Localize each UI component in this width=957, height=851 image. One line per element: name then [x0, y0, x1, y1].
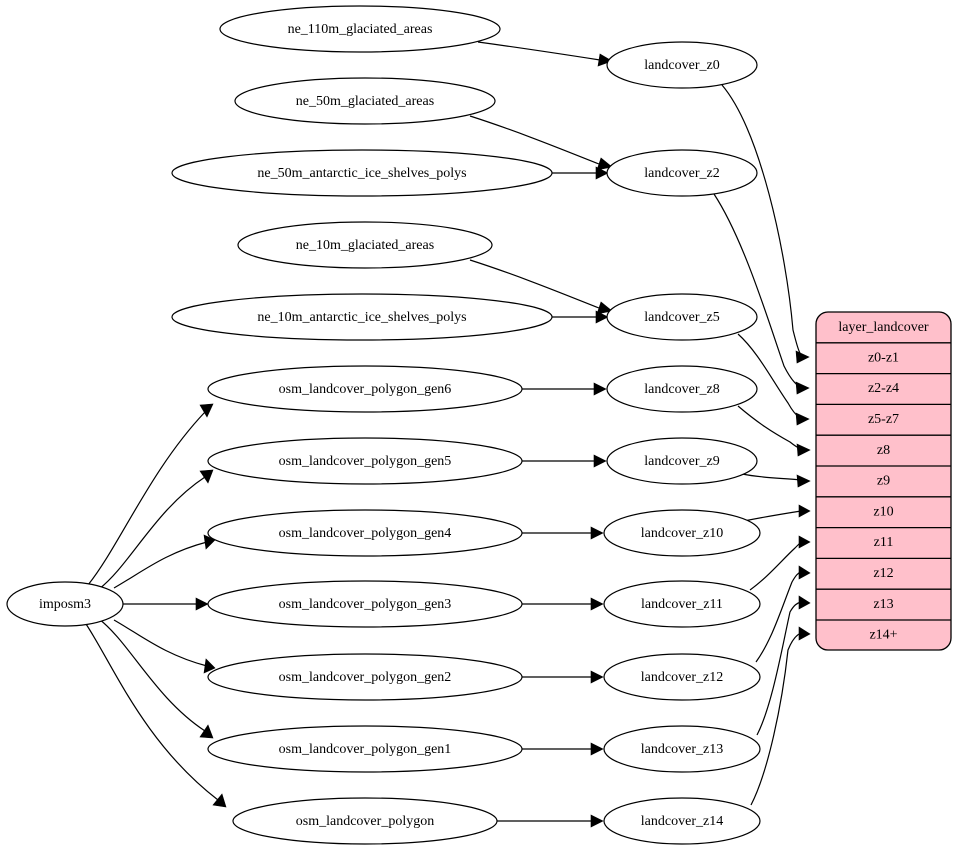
record-row-z13[interactable]: z13 — [873, 597, 893, 612]
edges-layer — [85, 41, 811, 828]
node-label-landcover-z0: landcover_z0 — [644, 58, 719, 73]
edge-gen4-to-z10 — [522, 526, 604, 540]
node-landcover-z0[interactable]: landcover_z0 — [606, 41, 758, 89]
edge-imposm3-to-gen5 — [98, 469, 214, 590]
node-label-ne-50m-antarctic-ice-shelves-polys: ne_50m_antarctic_ice_shelves_polys — [257, 166, 466, 181]
node-label-ne-50m-glaciated-areas: ne_50m_glaciated_areas — [296, 94, 434, 109]
record-row-z14-plus[interactable]: z14+ — [869, 628, 897, 643]
record-row-z8[interactable]: z8 — [877, 443, 890, 458]
node-label-landcover-z12: landcover_z12 — [641, 670, 723, 685]
edge-imposm3-to-gen2 — [113, 619, 216, 674]
record-row-z2-z4[interactable]: z2-z4 — [868, 381, 899, 396]
node-label-ne-10m-antarctic-ice-shelves-polys: ne_10m_antarctic_ice_shelves_polys — [257, 310, 466, 325]
edge-z2-to-row-z2z4 — [713, 193, 810, 395]
node-landcover-z9[interactable]: landcover_z9 — [606, 437, 758, 485]
edge-imposm3-to-gen3 — [123, 597, 209, 611]
node-imposm3[interactable]: imposm3 — [6, 581, 124, 627]
node-ne-10m-antarctic-ice-shelves-polys[interactable]: ne_10m_antarctic_ice_shelves_polys — [171, 293, 553, 341]
edge-imposm3-to-gen4 — [113, 534, 216, 589]
edge-z8-to-row-z8 — [737, 405, 811, 457]
node-label-landcover-z14: landcover_z14 — [641, 814, 723, 829]
node-osm-landcover-polygon[interactable]: osm_landcover_polygon — [232, 797, 498, 845]
node-osm-landcover-polygon-gen6[interactable]: osm_landcover_polygon_gen6 — [207, 365, 523, 413]
node-label-osm-landcover-polygon: osm_landcover_polygon — [296, 814, 434, 829]
node-label-landcover-z8: landcover_z8 — [644, 382, 719, 397]
node-osm-landcover-polygon-gen4[interactable]: osm_landcover_polygon_gen4 — [207, 509, 523, 557]
edge-polygon-to-z14 — [497, 814, 604, 828]
node-label-imposm3: imposm3 — [39, 597, 91, 612]
node-osm-landcover-polygon-gen1[interactable]: osm_landcover_polygon_gen1 — [207, 725, 523, 773]
edge-z5-to-row-z5z7 — [737, 333, 810, 426]
node-label-landcover-z9: landcover_z9 — [644, 454, 719, 469]
record-row-z5-z7[interactable]: z5-z7 — [868, 412, 899, 427]
node-ne-50m-glaciated-areas[interactable]: ne_50m_glaciated_areas — [234, 77, 496, 125]
node-label-landcover-z13: landcover_z13 — [641, 742, 723, 757]
node-landcover-z10[interactable]: landcover_z10 — [603, 509, 761, 557]
record-row-z11[interactable]: z11 — [874, 535, 894, 550]
edge-gen6-to-z8 — [522, 382, 607, 396]
node-ne-10m-glaciated-areas[interactable]: ne_10m_glaciated_areas — [237, 221, 493, 269]
edge-ne10mshelves-to-z5 — [552, 310, 609, 324]
node-label-osm-landcover-polygon-gen5: osm_landcover_polygon_gen5 — [279, 454, 452, 469]
edge-z13-to-row-z13 — [756, 595, 811, 736]
node-landcover-z5[interactable]: landcover_z5 — [606, 293, 758, 341]
record-row-z10[interactable]: z10 — [873, 504, 893, 519]
node-label-ne-110m-glaciated-areas: ne_110m_glaciated_areas — [288, 22, 433, 37]
node-label-osm-landcover-polygon-gen1: osm_landcover_polygon_gen1 — [279, 742, 452, 757]
node-label-osm-landcover-polygon-gen6: osm_landcover_polygon_gen6 — [279, 382, 452, 397]
edge-gen3-to-z11 — [522, 597, 604, 611]
edge-z10-to-row-z10 — [743, 504, 811, 522]
record-row-z9[interactable]: z9 — [877, 474, 890, 489]
edge-z12-to-row-z12 — [755, 565, 811, 663]
record-row-z12[interactable]: z12 — [873, 566, 893, 581]
record-row-z0-z1[interactable]: z0-z1 — [868, 350, 899, 365]
edge-z14-to-row-z14plus — [750, 626, 811, 806]
edge-imposm3-to-polygon — [85, 623, 227, 808]
edge-ne110m-to-z0 — [477, 41, 613, 67]
node-osm-landcover-polygon-gen5[interactable]: osm_landcover_polygon_gen5 — [207, 437, 523, 485]
edge-gen2-to-z12 — [522, 670, 604, 684]
node-label-ne-10m-glaciated-areas: ne_10m_glaciated_areas — [296, 238, 434, 253]
edge-imposm3-to-gen6 — [87, 403, 214, 586]
edge-z11-to-row-z11 — [749, 535, 811, 591]
edge-z9-to-row-z9 — [741, 473, 811, 488]
record-header-layer-landcover: layer_landcover — [838, 320, 929, 335]
edge-ne50mshelves-to-z2 — [552, 166, 609, 180]
node-landcover-z2[interactable]: landcover_z2 — [606, 149, 758, 197]
node-landcover-z13[interactable]: landcover_z13 — [603, 725, 761, 773]
node-label-osm-landcover-polygon-gen3: osm_landcover_polygon_gen3 — [279, 597, 452, 612]
node-label-landcover-z5: landcover_z5 — [644, 310, 719, 325]
node-label-landcover-z2: landcover_z2 — [644, 166, 719, 181]
node-osm-landcover-polygon-gen2[interactable]: osm_landcover_polygon_gen2 — [207, 653, 523, 701]
edge-gen5-to-z9 — [522, 454, 607, 468]
node-label-osm-landcover-polygon-gen4: osm_landcover_polygon_gen4 — [279, 526, 452, 541]
node-label-landcover-z10: landcover_z10 — [641, 526, 723, 541]
edge-z0-to-row-z0z1 — [721, 84, 810, 364]
node-label-osm-landcover-polygon-gen2: osm_landcover_polygon_gen2 — [279, 670, 452, 685]
node-landcover-z14[interactable]: landcover_z14 — [603, 797, 761, 845]
edge-gen1-to-z13 — [522, 742, 604, 756]
node-ne-110m-glaciated-areas[interactable]: ne_110m_glaciated_areas — [219, 5, 501, 53]
node-osm-landcover-polygon-gen3[interactable]: osm_landcover_polygon_gen3 — [207, 580, 523, 628]
node-landcover-z8[interactable]: landcover_z8 — [606, 365, 758, 413]
node-landcover-z11[interactable]: landcover_z11 — [603, 580, 761, 628]
node-ne-50m-antarctic-ice-shelves-polys[interactable]: ne_50m_antarctic_ice_shelves_polys — [171, 149, 553, 197]
edge-ne10mglac-to-z5 — [469, 259, 613, 315]
node-label-landcover-z11: landcover_z11 — [641, 597, 723, 612]
node-layer-landcover-record[interactable]: layer_landcover z0-z1 z2-z4 z5-z7 z8 z9 … — [815, 311, 952, 651]
edge-ne50mglac-to-z2 — [469, 115, 613, 171]
edge-imposm3-to-gen1 — [98, 618, 214, 739]
node-landcover-z12[interactable]: landcover_z12 — [603, 653, 761, 701]
